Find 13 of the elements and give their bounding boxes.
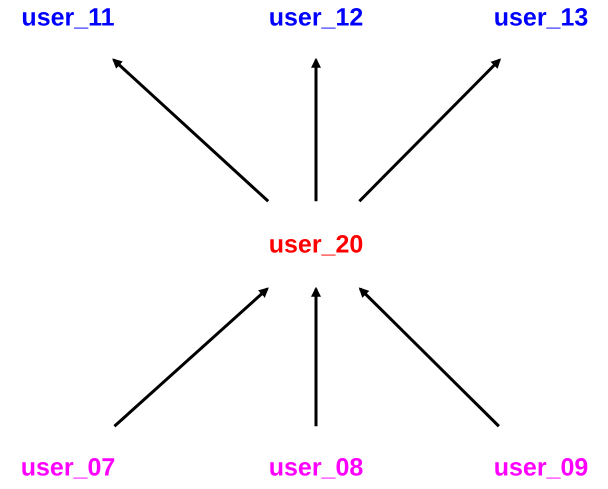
arrow [113, 287, 269, 428]
user-label: user_08 [268, 454, 364, 482]
user-label: user_11 [21, 4, 115, 32]
arrow [311, 58, 321, 202]
arrow [358, 58, 502, 202]
user-label: user_09 [494, 454, 588, 482]
user-label: user_12 [268, 4, 364, 32]
arrow [112, 58, 270, 202]
arrow [358, 287, 500, 428]
user-label: user_07 [20, 454, 116, 482]
user-label: user_13 [494, 4, 588, 32]
user-label: user_20 [268, 231, 364, 259]
arrow [311, 286, 321, 426]
